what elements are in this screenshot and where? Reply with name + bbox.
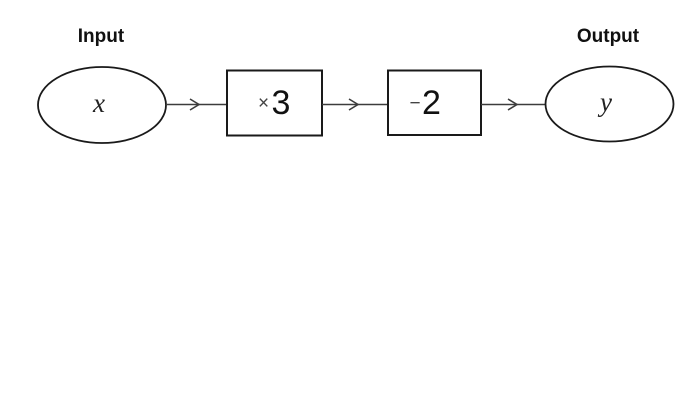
input-variable-text: x (92, 88, 105, 118)
arrow-multiply-to-subtract (322, 98, 388, 111)
operation-box-multiply (226, 69, 323, 137)
subtract-operand-text: 2 (422, 84, 441, 122)
arrow-input-to-multiply (166, 98, 227, 111)
output-heading: Output (577, 26, 640, 47)
arrowhead-icon (189, 98, 201, 111)
arrowhead-icon (507, 98, 519, 111)
subtract-operator-text: − (409, 93, 420, 114)
output-variable-text: y (597, 87, 612, 117)
arrowhead-icon (348, 98, 360, 111)
multiply-operator-text: × (258, 93, 269, 114)
arrow-subtract-to-output (481, 98, 546, 111)
operation-box-subtract (387, 69, 482, 136)
multiply-operand-text: 3 (272, 84, 291, 122)
output-ellipse (544, 65, 675, 143)
input-heading: Input (78, 26, 125, 47)
